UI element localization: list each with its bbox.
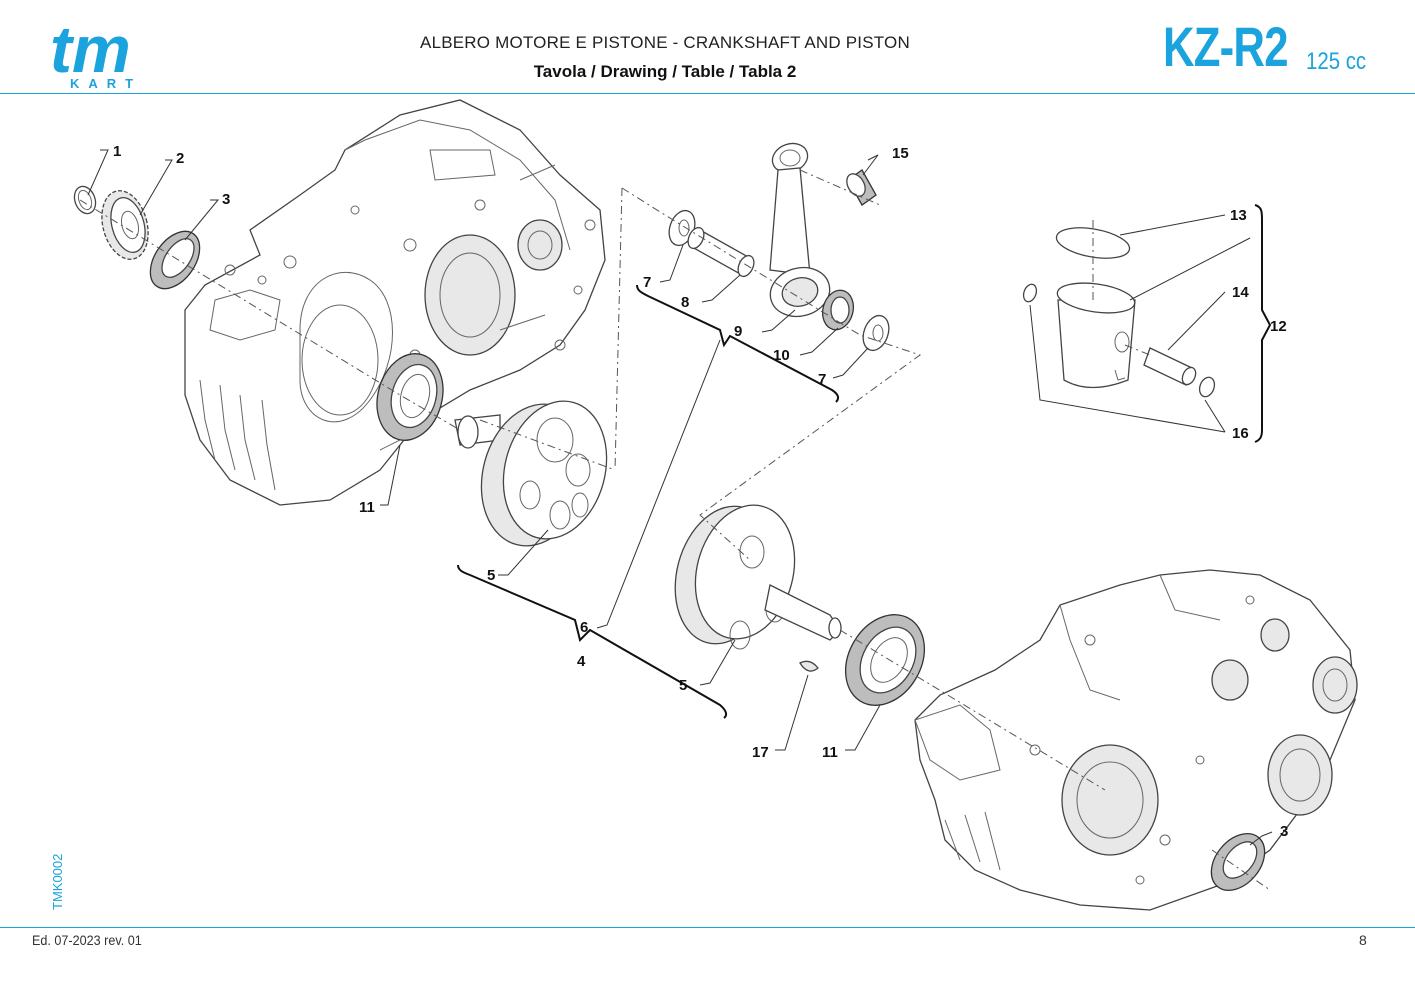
page-title: ALBERO MOTORE E PISTONE - CRANKSHAFT AND…	[420, 33, 910, 52]
logo-text: tm	[50, 20, 131, 86]
part-bearing-right	[845, 614, 925, 706]
part-big-end-bearing	[821, 289, 855, 331]
part-small-end-bearing	[846, 169, 877, 206]
label-part-7-top: 7	[643, 274, 651, 291]
label-part-3-right: 3	[1280, 823, 1288, 840]
label-part-3-left: 3	[222, 191, 230, 208]
edition-info: Ed. 07-2023 rev. 01	[32, 932, 142, 948]
part-thrust-washer-bottom	[862, 314, 890, 352]
part-bearing-left	[376, 353, 444, 441]
left-crankcase	[184, 99, 606, 506]
label-part-9: 9	[734, 323, 742, 340]
logo-subtext: KART	[70, 76, 143, 91]
label-part-1: 1	[113, 143, 121, 160]
label-part-7-bottom: 7	[818, 371, 826, 388]
label-part-5-left: 5	[487, 567, 495, 584]
label-part-5-right: 5	[679, 677, 687, 694]
footer-divider	[0, 927, 1415, 928]
drawing-code: TMK0002	[50, 853, 65, 910]
label-part-11-left: 11	[359, 499, 375, 516]
model-name: KZ-R2	[1163, 15, 1288, 78]
page-number: 8	[1359, 932, 1367, 948]
part-piston-pin	[1143, 347, 1197, 386]
part-crank-half-left	[454, 400, 608, 547]
part-oil-seal-left	[149, 230, 201, 290]
part-piston-pin-circlips	[1022, 283, 1216, 398]
tm-logo: tm	[50, 20, 131, 86]
part-crank-pin	[687, 226, 755, 278]
label-part-12: 12	[1270, 318, 1287, 335]
part-crank-half-right	[674, 504, 842, 650]
part-gear	[101, 190, 149, 260]
label-part-13: 13	[1230, 207, 1247, 224]
part-connecting-rod	[769, 142, 831, 318]
label-part-15: 15	[892, 145, 909, 162]
label-part-8: 8	[681, 294, 689, 311]
drawing-table-label: Tavola / Drawing / Table / Tabla 2	[533, 62, 797, 81]
header-divider	[0, 93, 1415, 94]
label-part-14: 14	[1232, 284, 1249, 301]
group-bracket-4	[457, 564, 728, 719]
label-part-11-right: 11	[822, 744, 838, 761]
label-part-6: 6	[580, 619, 588, 636]
label-part-10: 10	[773, 347, 790, 364]
part-piston	[1056, 282, 1136, 389]
label-part-16: 16	[1232, 425, 1249, 442]
label-part-17: 17	[752, 744, 769, 761]
displacement: 125 cc	[1306, 48, 1367, 75]
label-part-4: 4	[577, 653, 586, 670]
group-bracket-6	[636, 284, 840, 403]
part-circlip	[73, 185, 97, 215]
part-woodruff-key	[799, 660, 819, 672]
right-crankcase	[914, 569, 1358, 911]
label-part-2: 2	[176, 150, 184, 167]
group-bracket-12	[1254, 204, 1272, 443]
part-oil-seal-right	[1210, 833, 1266, 891]
